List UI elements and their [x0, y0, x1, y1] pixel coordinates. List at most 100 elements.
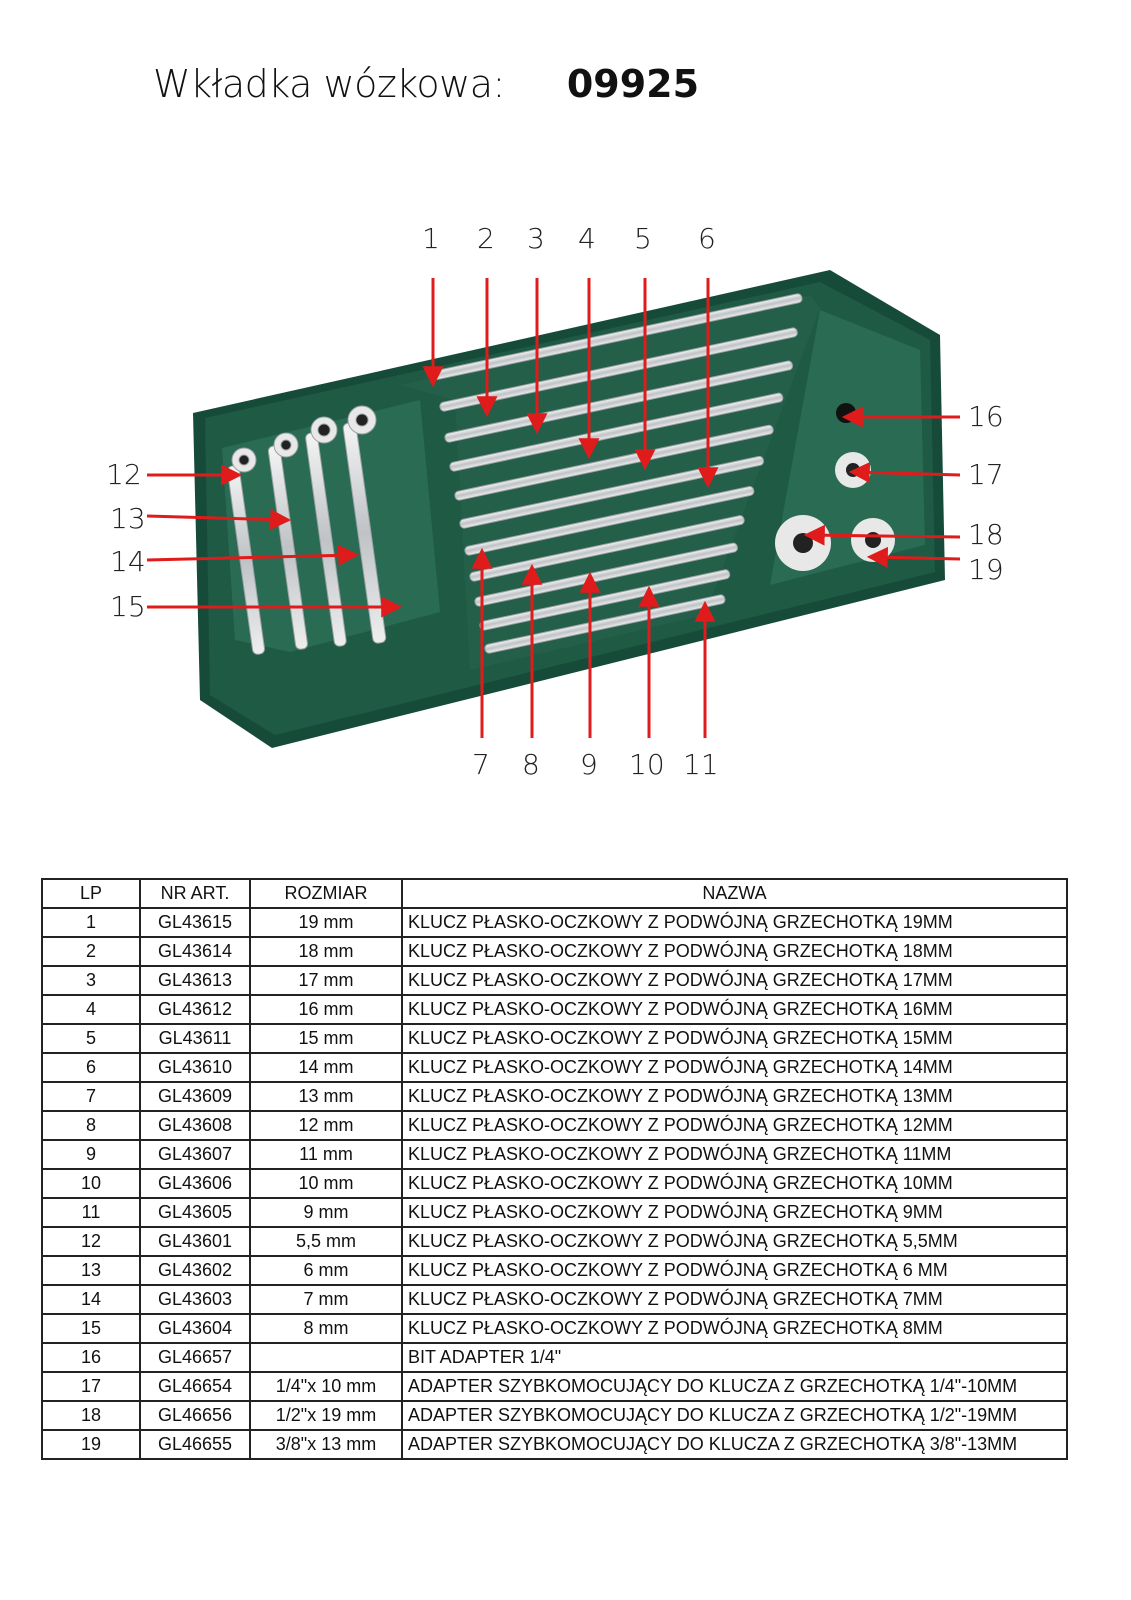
cell-name: KLUCZ PŁASKO-OCZKOWY Z PODWÓJNĄ GRZECHOT…: [401, 1313, 1068, 1344]
cell-lp: 7: [41, 1081, 141, 1112]
cell-art: GL43615: [139, 907, 251, 938]
cell-size: 3/8"x 13 mm: [249, 1429, 403, 1460]
cell-art: GL43611: [139, 1023, 251, 1054]
cell-name: KLUCZ PŁASKO-OCZKOWY Z PODWÓJNĄ GRZECHOT…: [401, 1139, 1068, 1170]
cell-name: KLUCZ PŁASKO-OCZKOWY Z PODWÓJNĄ GRZECHOT…: [401, 1197, 1068, 1228]
cell-name: ADAPTER SZYBKOMOCUJĄCY DO KLUCZA Z GRZEC…: [401, 1371, 1068, 1402]
column-header-art: NR ART.: [139, 878, 251, 909]
cell-size: 11 mm: [249, 1139, 403, 1170]
tool-tray-figure: 1 2 3 4 5 6 7 8 9 10 11 12 13 14 15 16 1…: [0, 200, 1131, 820]
cell-art: GL43606: [139, 1168, 251, 1199]
cell-lp: 16: [41, 1342, 141, 1373]
cell-size: 16 mm: [249, 994, 403, 1025]
cell-name: KLUCZ PŁASKO-OCZKOWY Z PODWÓJNĄ GRZECHOT…: [401, 965, 1068, 996]
callout-label: 2: [477, 222, 495, 255]
cell-lp: 10: [41, 1168, 141, 1199]
callout-label: 9: [580, 748, 598, 781]
column-header-size: ROZMIAR: [249, 878, 403, 909]
cell-size: 10 mm: [249, 1168, 403, 1199]
cell-size: 1/2"x 19 mm: [249, 1400, 403, 1431]
cell-lp: 13: [41, 1255, 141, 1286]
cell-lp: 5: [41, 1023, 141, 1054]
cell-name: KLUCZ PŁASKO-OCZKOWY Z PODWÓJNĄ GRZECHOT…: [401, 1226, 1068, 1257]
cell-art: GL43601: [139, 1226, 251, 1257]
cell-name: KLUCZ PŁASKO-OCZKOWY Z PODWÓJNĄ GRZECHOT…: [401, 1081, 1068, 1112]
cell-art: GL43602: [139, 1255, 251, 1286]
cell-name: KLUCZ PŁASKO-OCZKOWY Z PODWÓJNĄ GRZECHOT…: [401, 994, 1068, 1025]
cell-lp: 18: [41, 1400, 141, 1431]
callout-label: 12: [106, 458, 142, 491]
cell-lp: 17: [41, 1371, 141, 1402]
cell-art: GL43614: [139, 936, 251, 967]
cell-name: BIT ADAPTER 1/4": [401, 1342, 1068, 1373]
callout-label: 17: [968, 458, 1004, 491]
callout-label: 1: [422, 222, 440, 255]
cell-art: GL46655: [139, 1429, 251, 1460]
cell-lp: 15: [41, 1313, 141, 1344]
cell-art: GL43604: [139, 1313, 251, 1344]
callout-label: 18: [968, 518, 1004, 551]
arrow-13: [146, 509, 292, 531]
cell-lp: 2: [41, 936, 141, 967]
cell-art: GL46657: [139, 1342, 251, 1373]
cell-name: KLUCZ PŁASKO-OCZKOWY Z PODWÓJNĄ GRZECHOT…: [401, 1255, 1068, 1286]
cell-lp: 6: [41, 1052, 141, 1083]
callout-label: 11: [683, 748, 719, 781]
callout-label: 16: [968, 400, 1004, 433]
title-label: Wkładka wózkowa:: [153, 62, 505, 106]
cell-name: KLUCZ PŁASKO-OCZKOWY Z PODWÓJNĄ GRZECHOT…: [401, 1284, 1068, 1315]
small-wrenches: [226, 405, 387, 655]
cell-size: 13 mm: [249, 1081, 403, 1112]
cell-name: KLUCZ PŁASKO-OCZKOWY Z PODWÓJNĄ GRZECHOT…: [401, 1023, 1068, 1054]
cell-size: 18 mm: [249, 936, 403, 967]
cell-lp: 11: [41, 1197, 141, 1228]
callout-label: 6: [698, 222, 716, 255]
cell-size: 12 mm: [249, 1110, 403, 1141]
cell-size: 17 mm: [249, 965, 403, 996]
cell-lp: 8: [41, 1110, 141, 1141]
callout-label: 13: [110, 502, 146, 535]
cell-name: ADAPTER SZYBKOMOCUJĄCY DO KLUCZA Z GRZEC…: [401, 1429, 1068, 1460]
cell-art: GL46654: [139, 1371, 251, 1402]
cell-art: GL43608: [139, 1110, 251, 1141]
cell-size: 9 mm: [249, 1197, 403, 1228]
column-header-lp: LP: [41, 878, 141, 909]
cell-size: 19 mm: [249, 907, 403, 938]
cell-size: 7 mm: [249, 1284, 403, 1315]
cell-name: KLUCZ PŁASKO-OCZKOWY Z PODWÓJNĄ GRZECHOT…: [401, 907, 1068, 938]
cell-art: GL46656: [139, 1400, 251, 1431]
cell-lp: 3: [41, 965, 141, 996]
arrow-14: [146, 544, 360, 566]
page-title: Wkładka wózkowa: 09925: [153, 62, 699, 106]
cell-art: GL43609: [139, 1081, 251, 1112]
cell-name: KLUCZ PŁASKO-OCZKOWY Z PODWÓJNĄ GRZECHOT…: [401, 1110, 1068, 1141]
cell-art: GL43603: [139, 1284, 251, 1315]
cell-art: GL43605: [139, 1197, 251, 1228]
cell-size: 8 mm: [249, 1313, 403, 1344]
callout-label: 14: [110, 545, 146, 578]
callout-label: 10: [629, 748, 665, 781]
arrow-18: [803, 524, 961, 546]
cell-name: KLUCZ PŁASKO-OCZKOWY Z PODWÓJNĄ GRZECHOT…: [401, 1052, 1068, 1083]
cell-art: GL43613: [139, 965, 251, 996]
cell-lp: 9: [41, 1139, 141, 1170]
cell-name: KLUCZ PŁASKO-OCZKOWY Z PODWÓJNĄ GRZECHOT…: [401, 936, 1068, 967]
cell-lp: 14: [41, 1284, 141, 1315]
